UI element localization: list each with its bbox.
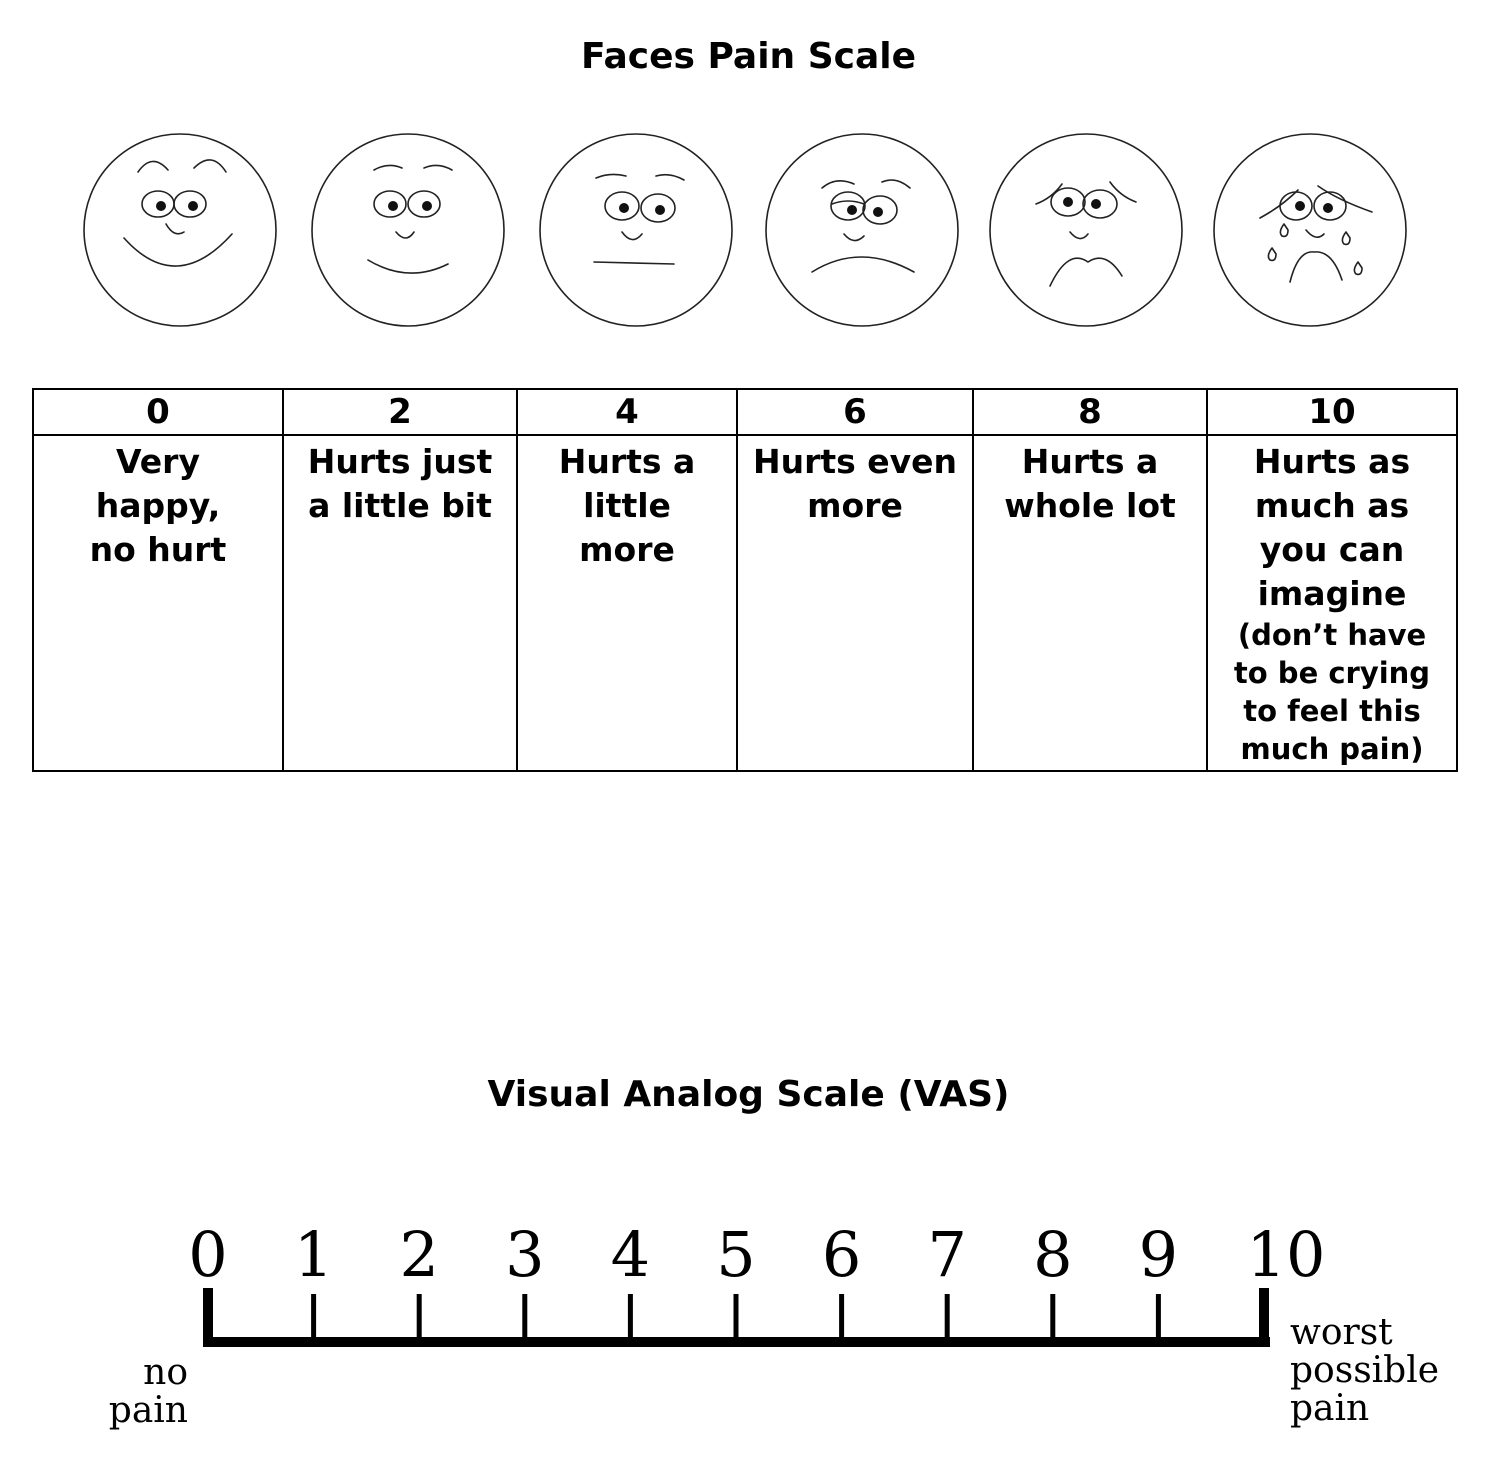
faces-scale-table: 0 2 4 6 8 10 Very happy, no hurt Hurts j… [32,388,1458,772]
vas-right-label-line: worst [1290,1312,1393,1353]
score-cell: 4 [516,388,738,436]
vas-tick-label: 1 [294,1218,333,1291]
description-note: (don’t have to be crying to feel this mu… [1233,618,1431,766]
description-text: Hurts even more [752,442,958,525]
description-text: Hurts just a little bit [307,442,493,525]
very-happy-face-icon [82,132,278,328]
vas-title: Visual Analog Scale (VAS) [487,1074,1010,1115]
description-cell: Hurts a little more [516,434,738,772]
vas-left-label-line: no [143,1352,188,1393]
vas-tick-label: 10 [1247,1218,1326,1291]
score-cell: 0 [32,388,284,436]
score-row: 0 2 4 6 8 10 [32,388,1458,436]
neutral-face-icon [538,132,734,328]
faces-row [0,0,1497,340]
slightly-hurt-face-icon [310,132,506,328]
description-text: Hurts as much as you can imagine [1253,442,1411,613]
frowning-face-icon [764,132,960,328]
faces-pain-scale-title: Faces Pain Scale [580,36,917,77]
vas-tick-label: 7 [927,1218,966,1291]
crying-face-icon [1212,132,1408,328]
description-cell: Hurts as much as you can imagine (don’t … [1206,434,1458,772]
vas-tick-label: 6 [822,1218,861,1291]
score-cell: 8 [972,388,1208,436]
vas-right-label-line: pain [1290,1388,1369,1429]
vas-right-label-line: possible [1290,1350,1439,1391]
vas-tick-label: 2 [399,1218,438,1291]
vas-tick-label: 5 [716,1218,755,1291]
description-row: Very happy, no hurt Hurts just a little … [32,434,1458,772]
description-text: Very happy, no hurt [89,442,227,569]
description-cell: Hurts even more [736,434,974,772]
description-cell: Hurts just a little bit [282,434,518,772]
score-cell: 10 [1206,388,1458,436]
vas-tick-label: 3 [505,1218,544,1291]
vas-tick-label: 0 [188,1218,227,1291]
sad-face-icon [988,132,1184,328]
description-text: Hurts a little more [558,442,696,569]
vas-tick-label: 8 [1033,1218,1072,1291]
vas-tick-label: 4 [611,1218,650,1291]
score-cell: 6 [736,388,974,436]
vas-tick-label: 9 [1139,1218,1178,1291]
description-cell: Very happy, no hurt [32,434,284,772]
description-cell: Hurts a whole lot [972,434,1208,772]
vas-left-label-line: pain [109,1390,188,1431]
score-cell: 2 [282,388,518,436]
description-text: Hurts a whole lot [1004,442,1176,525]
